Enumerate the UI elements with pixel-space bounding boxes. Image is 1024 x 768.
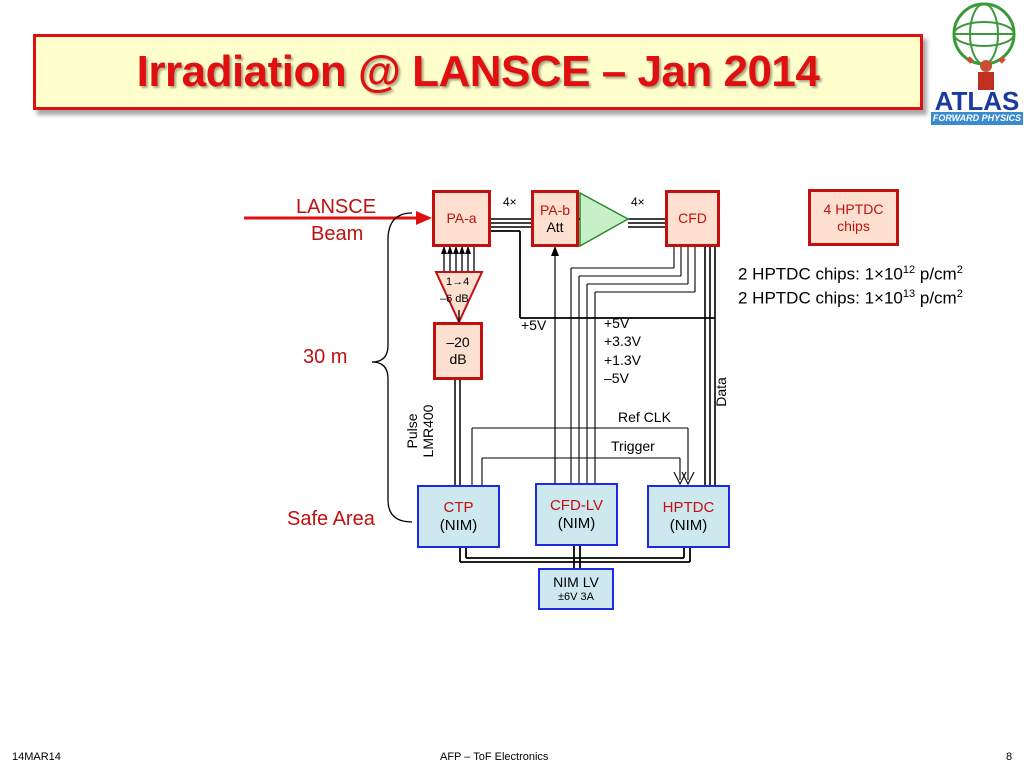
distance-brace	[371, 212, 413, 523]
hptdc-box: HPTDC (NIM)	[647, 485, 730, 548]
atlas-logo-subtext: FORWARD PHYSICS	[931, 112, 1023, 125]
ctp-box: CTP (NIM)	[417, 485, 500, 548]
distance-label: 30 m	[303, 346, 348, 368]
footer-date: 14MAR14	[12, 751, 61, 763]
rail-label-2: +3.3V	[604, 333, 641, 349]
slide-title: Irradiation @ LANSCE – Jan 2014	[136, 47, 820, 96]
cfd-lv-sub-label: (NIM)	[557, 514, 596, 532]
splitter-triangle	[434, 271, 484, 325]
rail-label-4: –5V	[604, 370, 629, 386]
rail-label-1: +5V	[604, 315, 630, 331]
ref-clk-label: Ref CLK	[618, 409, 671, 425]
flux-line-2: 2 HPTDC chips: 1×1013 p/cm2	[738, 288, 963, 308]
title-box	[33, 34, 923, 110]
pa-b-supply-label: +5V	[521, 317, 547, 333]
flux-line-1: 2 HPTDC chips: 1×1012 p/cm2	[738, 264, 963, 284]
ctp-label: CTP	[443, 498, 474, 516]
atlas-logo-text: ATLAS	[934, 86, 1020, 116]
hptdc-label: HPTDC	[662, 498, 715, 516]
hptdc-chips-box: 4 HPTDC chips	[808, 189, 899, 246]
nim-lv-sub-label: ±6V 3A	[557, 590, 594, 603]
beam-label-line1: LANSCE	[296, 196, 377, 218]
attenuator-line2: dB	[449, 351, 467, 367]
splitter-label-line2: –6 dB	[440, 293, 469, 305]
pulse-label-line1: Pulse	[404, 413, 420, 449]
bus-multiplier-2: 4×	[631, 195, 645, 209]
splitter-label-line1: 1→4	[446, 276, 470, 288]
footer-title: AFP – ToF Electronics	[440, 751, 549, 763]
pulse-label: Pulse LMR400	[404, 391, 436, 471]
beam-label-line2: Beam	[311, 223, 364, 245]
attenuator-line1: –20	[446, 334, 470, 351]
beam-arrowhead	[416, 211, 432, 225]
ctp-sub-label: (NIM)	[439, 516, 478, 534]
cfd-box: CFD	[665, 190, 720, 247]
atlas-logo	[928, 0, 1024, 130]
pulse-label-line2: LMR400	[420, 404, 436, 458]
pa-b-label: PA-b	[539, 201, 571, 218]
nim-lv-box: NIM LV ±6V 3A	[538, 568, 614, 610]
hptdc-chips-line1: 4 HPTDC	[823, 200, 884, 217]
pa-b-box: PA-b Att	[531, 190, 579, 247]
data-label: Data	[712, 377, 729, 407]
trigger-label: Trigger	[611, 438, 655, 454]
pa-a-label: PA-a	[446, 210, 477, 227]
nim-lv-label: NIM LV	[553, 574, 599, 590]
safe-area-label: Safe Area	[287, 508, 375, 530]
pa-a-box: PA-a	[432, 190, 491, 247]
footer-page-number: 8	[1006, 751, 1013, 763]
hptdc-sub-label: (NIM)	[669, 516, 708, 534]
cfd-label: CFD	[678, 210, 707, 227]
rail-label-3: +1.3V	[604, 352, 641, 368]
bus-multiplier-1: 4×	[503, 195, 517, 209]
cfd-lv-label: CFD-LV	[549, 496, 604, 514]
att-label: Att	[546, 218, 564, 235]
hptdc-chips-line2: chips	[837, 217, 870, 234]
attenuator-box: –20 dB	[433, 322, 483, 380]
amplifier-triangle	[579, 191, 630, 248]
cfd-lv-box: CFD-LV (NIM)	[535, 483, 618, 546]
atlas-figure-icon	[952, 2, 1016, 90]
